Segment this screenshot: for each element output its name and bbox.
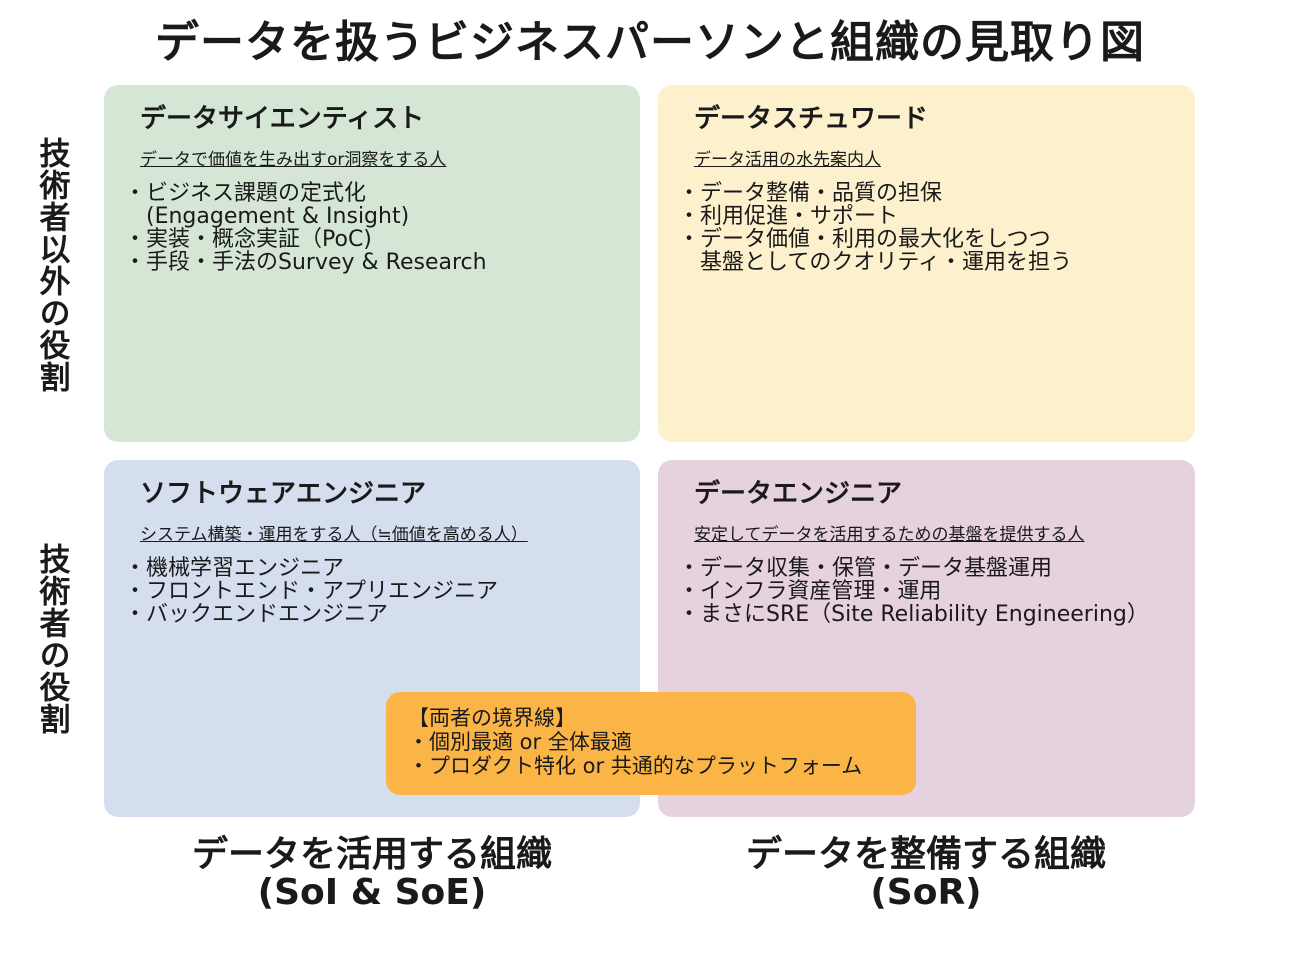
list-item: ・データ価値・利用の最大化をしつつ [678,227,1051,252]
quadrant-data-scientist: データサイエンティスト データで価値を生み出すor洞察をする人 ・ビジネス課題の… [104,85,640,442]
list-item: ・機械学習エンジニア [124,556,345,581]
list-item: ・利用促進・サポート [678,204,899,229]
role-description: 安定してデータを活用するための基盤を提供する人 [694,525,1085,545]
role-description: システム構築・運用をする人（≒価値を高める人） [140,525,528,545]
role-title: データサイエンティスト [140,104,425,134]
row-label-technical: 技術者の役割 [33,543,70,735]
role-description: データで価値を生み出すor洞察をする人 [140,150,447,170]
column-label-line: (SoI & SoE) [257,872,487,913]
list-item: ・手段・手法のSurvey & Research [124,250,487,275]
list-item: ・インフラ資産管理・運用 [678,579,942,604]
role-title: データスチュワード [694,104,929,134]
boundary-items: ・個別最適 or 全体最適 ・プロダクト特化 or 共通的なプラットフォーム [408,730,916,778]
diagram-title: データを扱うビジネスパーソンと組織の見取り図 [155,17,1145,68]
boundary-callout: 【両者の境界線】 ・個別最適 or 全体最適 ・プロダクト特化 or 共通的なプ… [386,692,916,795]
row-label-non-technical: 技術者以外の役割 [33,137,70,393]
list-item: ・プロダクト特化 or 共通的なプラットフォーム [408,754,863,778]
list-item: 基盤としてのクオリティ・運用を担う [678,250,1073,275]
list-item: ・バックエンドエンジニア [124,602,389,627]
role-items: ・データ収集・保管・データ基盤運用 ・インフラ資産管理・運用 ・まさにSRE（S… [678,557,1161,626]
list-item: ・個別最適 or 全体最適 [408,730,632,754]
column-label-line: (SoR) [870,872,982,913]
column-label-line: データを活用する組織 [191,834,552,875]
list-item: ・データ整備・品質の担保 [678,181,943,206]
list-item: ・まさにSRE（Site Reliability Engineering） [678,602,1149,627]
list-item: ・ビジネス課題の定式化 [124,181,367,206]
quadrant-software-engineer: ソフトウェアエンジニア システム構築・運用をする人（≒価値を高める人） ・機械学… [104,460,640,817]
list-item: (Engagement & Insight) [124,204,410,229]
role-items: ・ビジネス課題の定式化 (Engagement & Insight) ・実装・概… [124,182,606,274]
list-item: ・フロントエンド・アプリエンジニア [124,579,499,604]
column-label-utilize: データを活用する組織 (SoI & SoE) [104,836,640,912]
role-title: データエンジニア [694,479,903,509]
role-title: ソフトウェアエンジニア [140,479,427,509]
role-description: データ活用の水先案内人 [694,150,881,170]
list-item: ・実装・概念実証（PoC) [124,227,372,252]
role-items: ・機械学習エンジニア ・フロントエンド・アプリエンジニア ・バックエンドエンジニ… [124,557,606,626]
quadrant-data-steward: データスチュワード データ活用の水先案内人 ・データ整備・品質の担保 ・利用促進… [658,85,1195,442]
list-item: ・データ収集・保管・データ基盤運用 [678,556,1053,581]
column-label-maintain: データを整備する組織 (SoR) [658,836,1194,912]
column-label-line: データを整備する組織 [745,834,1106,875]
role-items: ・データ整備・品質の担保 ・利用促進・サポート ・データ価値・利用の最大化をしつ… [678,182,1161,274]
boundary-heading: 【両者の境界線】 [408,706,576,730]
